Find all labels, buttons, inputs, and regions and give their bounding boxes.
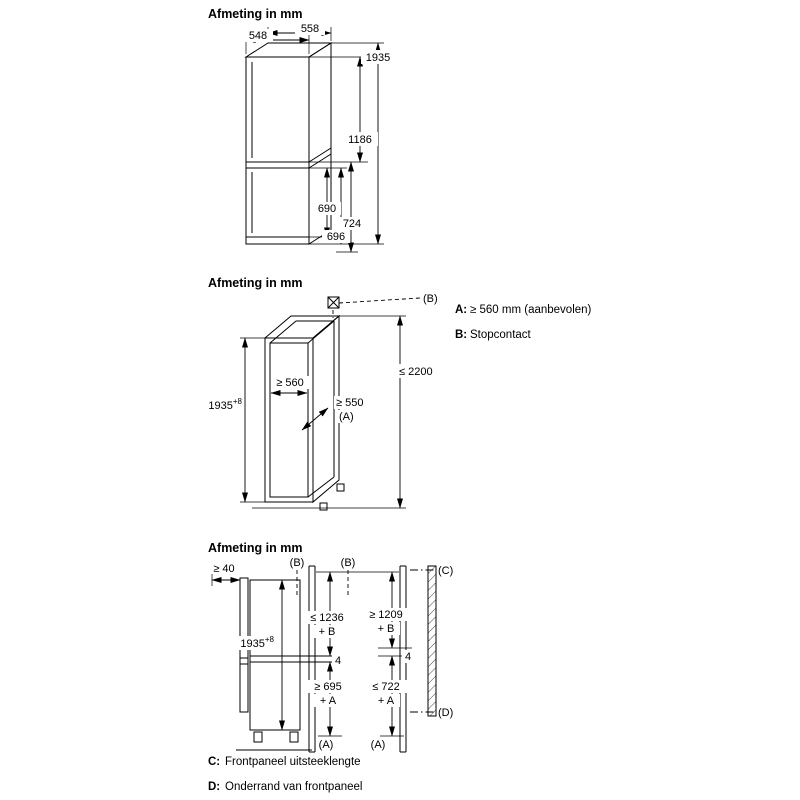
niche-height-label: 1935+8 [208, 397, 242, 412]
chain2-ref-label: (A) [371, 739, 386, 751]
dim-1186-label: 1186 [348, 134, 372, 146]
extension-lines [240, 315, 406, 509]
fridge-outline [244, 42, 333, 245]
chain1-ref-label: (A) [319, 739, 334, 751]
legend-text-d: Onderrand van frontpaneel [225, 781, 362, 793]
legend-text-b: Stopcontact [470, 329, 532, 341]
chain2-bottom-add: + A [378, 695, 395, 707]
dimension-arrows [242, 315, 403, 509]
chain1-top-value: ≤ 1236 [310, 612, 344, 624]
appliance-side-view [236, 577, 344, 751]
legend: A: ≥ 560 mm (aanbevolen) B: Stopcontact [455, 304, 592, 341]
extension-lines [211, 571, 412, 737]
socket-ref-2-label: (B) [341, 557, 356, 569]
socket-ref-label: (B) [423, 293, 438, 305]
label-backgrounds [272, 364, 443, 423]
dim-724-label: 724 [343, 218, 361, 230]
appliance-height-label: 1935+8 [240, 635, 274, 650]
chain2-top-value: ≥ 1209 [369, 609, 403, 621]
legend-text-a: ≥ 560 mm (aanbevolen) [470, 304, 592, 316]
dimension-arrows [211, 571, 395, 737]
niche-outline [263, 314, 345, 511]
legend-text-c: Frontpaneel uitsteeklengte [225, 756, 361, 768]
chain1-top-add: + B [319, 626, 336, 638]
diagram-front-panel-dimensions: Afmeting in mm [208, 541, 453, 793]
dim-548-label: 548 [249, 30, 267, 42]
legend: C: Frontpaneel uitsteeklengte D: Onderra… [208, 756, 362, 793]
diagram-niche-dimensions: Afmeting in mm [208, 276, 592, 511]
socket-symbol [327, 296, 421, 318]
niche-width-label: ≥ 560 [276, 377, 303, 389]
section-title: Afmeting in mm [208, 541, 302, 555]
cabinet-panels [308, 565, 407, 753]
niche-depth-label: ≥ 550 [336, 397, 363, 409]
legend-key-a: A: [455, 304, 467, 316]
wall-gap-label: ≥ 40 [213, 563, 234, 575]
niche-depth-ref-label: (A) [339, 411, 354, 423]
adjacent-front-panel [427, 565, 437, 717]
max-height-label: ≤ 2200 [399, 366, 433, 378]
front-ref-label: (C) [438, 565, 453, 577]
chain2-top-add: + B [378, 623, 395, 635]
diagram-appliance-dimensions: Afmeting in mm [208, 7, 396, 253]
section-title: Afmeting in mm [208, 276, 302, 290]
chain1-bottom-add: + A [320, 695, 337, 707]
dim-558-label: 558 [301, 23, 319, 35]
chain1-bottom-value: ≥ 695 [314, 681, 341, 693]
section-title: Afmeting in mm [208, 7, 302, 21]
chain1-gap-label: 4 [335, 655, 341, 667]
chain2-bottom-value: ≤ 722 [372, 681, 399, 693]
legend-key-b: B: [455, 329, 467, 341]
label-backgrounds [243, 22, 396, 243]
bottom-ref-label: (D) [438, 707, 453, 719]
dim-690-label: 690 [318, 203, 336, 215]
legend-key-c: C: [208, 756, 220, 768]
chain2-gap-label: 4 [405, 651, 411, 663]
dim-1935-label: 1935 [366, 52, 390, 64]
label-backgrounds [230, 608, 415, 707]
legend-key-d: D: [208, 781, 220, 793]
socket-ref-1-label: (B) [290, 557, 305, 569]
dim-696-label: 696 [327, 231, 345, 243]
reference-lines [296, 569, 434, 713]
